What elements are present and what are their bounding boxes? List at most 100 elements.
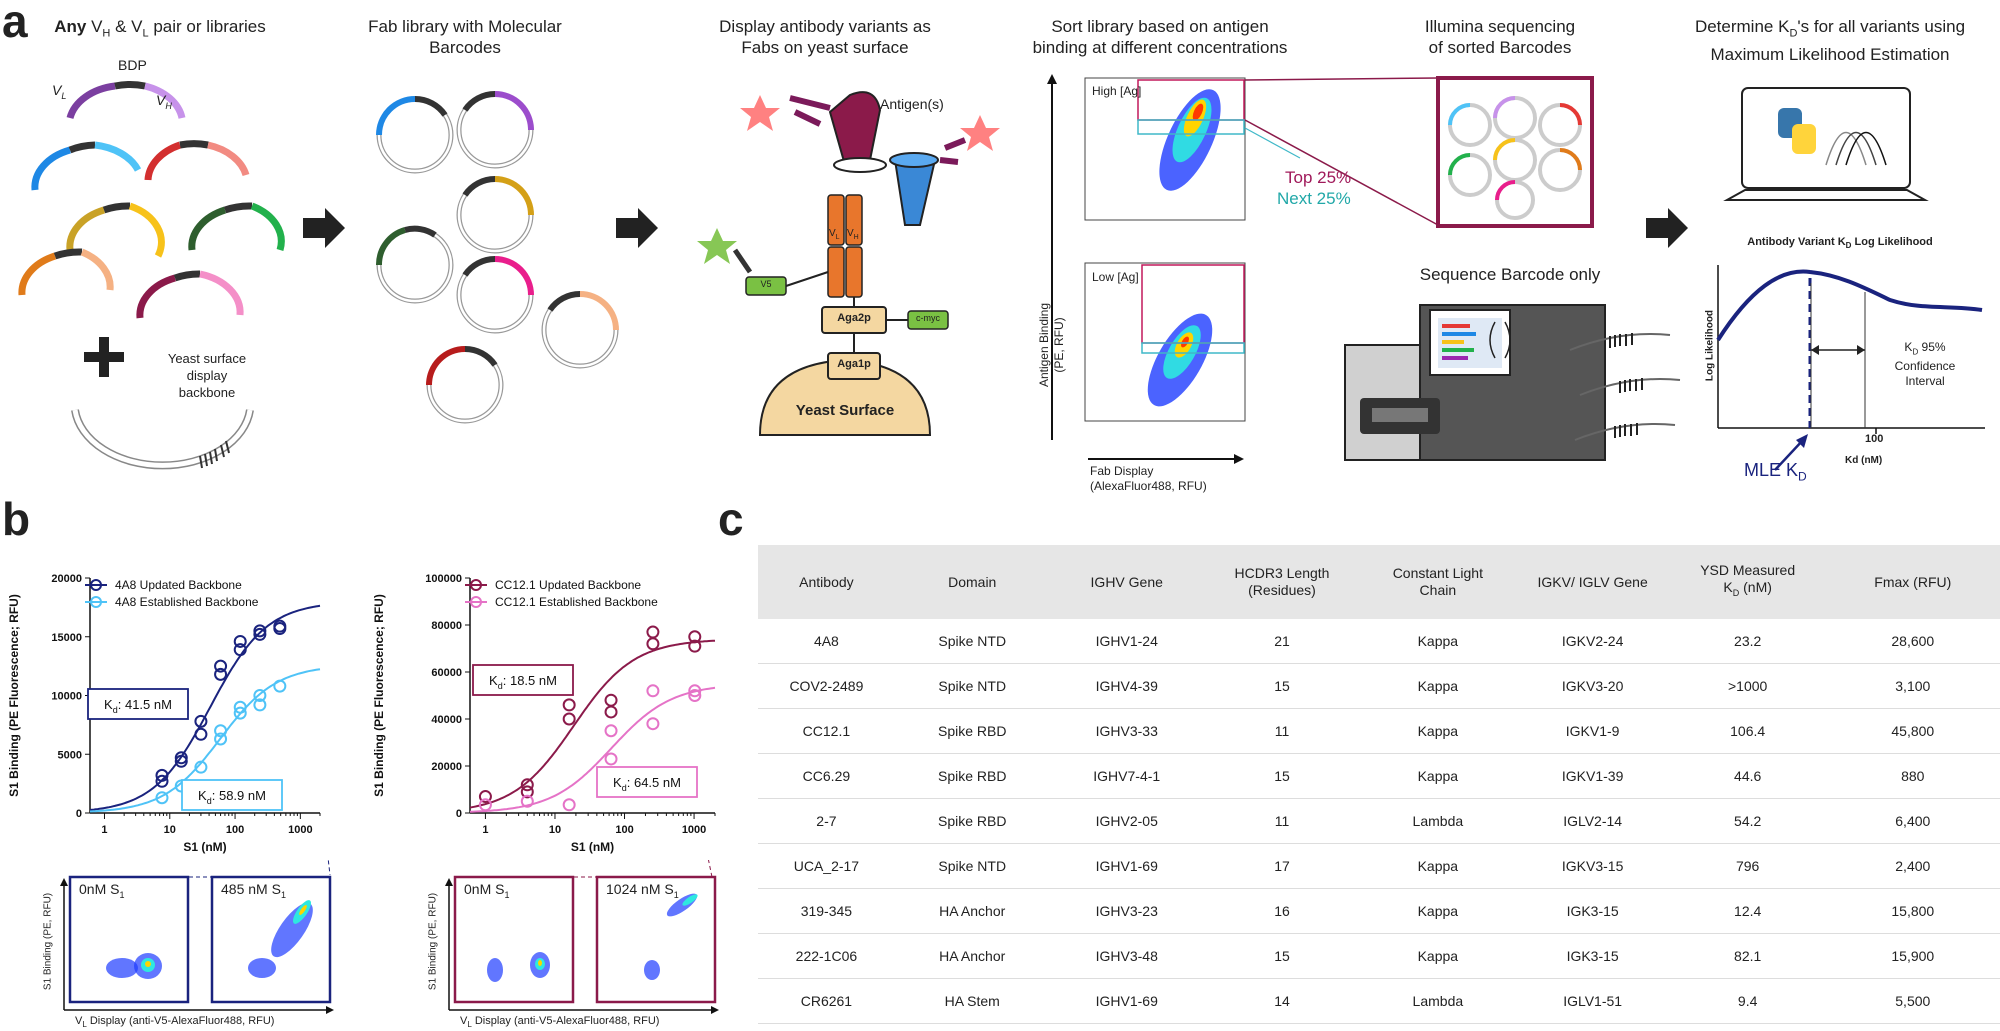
step-arrows bbox=[303, 208, 1688, 248]
likelihood-chart-title: Antibody Variant KD Log Likelihood bbox=[1747, 236, 1933, 251]
arc-vl-segment bbox=[66, 82, 116, 120]
aga2p-label: Aga2p bbox=[837, 312, 871, 324]
legend-label: CC12.1 Updated Backbone bbox=[495, 578, 641, 592]
table-cell: Kappa bbox=[1360, 888, 1516, 934]
table-cell: 880 bbox=[1825, 753, 2000, 799]
y-tick-label: 0 bbox=[456, 808, 462, 820]
table-cell: 3,100 bbox=[1825, 663, 2000, 709]
data-point bbox=[562, 698, 576, 712]
y-tick-label: 0 bbox=[76, 808, 82, 820]
table-cell: 21 bbox=[1203, 619, 1361, 664]
data-point bbox=[520, 778, 534, 792]
table-cell: UCA_2-17 bbox=[758, 843, 895, 889]
data-point bbox=[155, 768, 169, 782]
table-header-cell: Domain bbox=[894, 545, 1050, 619]
table-cell: 16 bbox=[1203, 888, 1361, 934]
data-point bbox=[604, 693, 618, 707]
kd-label: Kd: 18.5 nM bbox=[489, 673, 557, 691]
kd-box bbox=[87, 688, 189, 720]
inset-ylabel-a: S1 Binding (PE, RFU) bbox=[42, 892, 54, 991]
data-point bbox=[214, 667, 228, 681]
x-tick-label: 1000 bbox=[682, 824, 706, 836]
data-point bbox=[214, 724, 228, 738]
table-cell: CC6.29 bbox=[758, 753, 895, 799]
inset-0nm-cc12 bbox=[453, 875, 575, 1004]
likelihood-xlabel: Kd (nM) bbox=[1845, 455, 1883, 466]
table-cell: IGKV2-24 bbox=[1515, 619, 1670, 664]
likelihood-ylabel: Log Likelihood bbox=[1704, 309, 1716, 382]
table-cell: 44.6 bbox=[1669, 753, 1826, 799]
flow-sort-plots bbox=[1047, 74, 1439, 464]
fab-orange bbox=[827, 194, 863, 298]
arrow-right-icon bbox=[303, 208, 345, 248]
x-axis-label: S1 (nM) bbox=[183, 840, 226, 854]
y-tick-label: 100000 bbox=[425, 573, 462, 585]
x-tick-label: 100 bbox=[615, 824, 633, 836]
inset-ylabel-b: S1 Binding (PE, RFU) bbox=[427, 892, 439, 991]
y-tick-label: 20000 bbox=[431, 761, 462, 773]
table-cell: 2-7 bbox=[758, 798, 895, 844]
table-cell: 9.4 bbox=[1669, 978, 1826, 1024]
table-cell: 15 bbox=[1203, 663, 1361, 709]
table-cell: 6,400 bbox=[1825, 798, 2000, 844]
table-cell: Lambda bbox=[1360, 978, 1516, 1024]
vl-label: VL bbox=[52, 82, 67, 101]
inset-label-485nm: 485 nM S1 bbox=[221, 881, 286, 900]
table-cell: CR6261 bbox=[758, 978, 895, 1024]
data-point bbox=[273, 619, 287, 633]
barcode-reads bbox=[1569, 333, 1681, 441]
table-cell: 14 bbox=[1203, 978, 1361, 1024]
arrow-right-icon bbox=[616, 208, 658, 248]
panel-letter-b: b bbox=[2, 493, 31, 545]
data-point bbox=[688, 630, 702, 644]
table-cell: IGHV3-48 bbox=[1049, 933, 1204, 979]
table-cell: 796 bbox=[1669, 843, 1826, 889]
table-cell: IGKV3-20 bbox=[1515, 663, 1670, 709]
vh-vl-arcs bbox=[18, 81, 285, 319]
inset-label-0nm-a: 0nM S1 bbox=[79, 881, 125, 900]
table-cell: 11 bbox=[1203, 708, 1361, 754]
table-cell: Kappa bbox=[1360, 843, 1516, 889]
y-tick-label: 60000 bbox=[431, 667, 462, 679]
legend-label: 4A8 Updated Backbone bbox=[115, 578, 242, 592]
x-axis-label: S1 (nM) bbox=[571, 840, 614, 854]
table-cell: 2,400 bbox=[1825, 843, 2000, 889]
table-header-cell: Fmax (RFU) bbox=[1825, 545, 2000, 619]
data-point bbox=[233, 700, 247, 714]
table-header-cell: IGHV Gene bbox=[1049, 545, 1204, 619]
data-point bbox=[233, 634, 247, 648]
data-point bbox=[604, 705, 618, 719]
data-point bbox=[194, 727, 208, 741]
table-cell: 4A8 bbox=[758, 619, 895, 664]
table-cell: HA Anchor bbox=[894, 888, 1050, 934]
data-point bbox=[155, 791, 169, 805]
data-point bbox=[646, 637, 660, 651]
legend-marker bbox=[90, 579, 102, 591]
table-cell: Kappa bbox=[1360, 933, 1516, 979]
laptop-icon bbox=[1723, 87, 1929, 201]
table-cell: IGHV3-33 bbox=[1049, 708, 1204, 754]
panel-letter-c: c bbox=[718, 493, 744, 545]
sequence-barcode-label: Sequence Barcode only bbox=[1419, 265, 1601, 284]
table-cell: IGHV4-39 bbox=[1049, 663, 1204, 709]
kd-label: Kd: 41.5 nM bbox=[104, 697, 172, 715]
legend-label: 4A8 Established Backbone bbox=[115, 595, 259, 609]
inset-label-0nm-b: 0nM S1 bbox=[464, 881, 510, 900]
data-point bbox=[688, 639, 702, 653]
data-point bbox=[688, 689, 702, 702]
table-cell: CC12.1 bbox=[758, 708, 895, 754]
fluor-star-icon bbox=[697, 228, 737, 264]
yeast-display-diagram bbox=[697, 91, 1000, 436]
table-cell: 15,800 bbox=[1825, 888, 2000, 934]
data-point bbox=[646, 684, 660, 698]
